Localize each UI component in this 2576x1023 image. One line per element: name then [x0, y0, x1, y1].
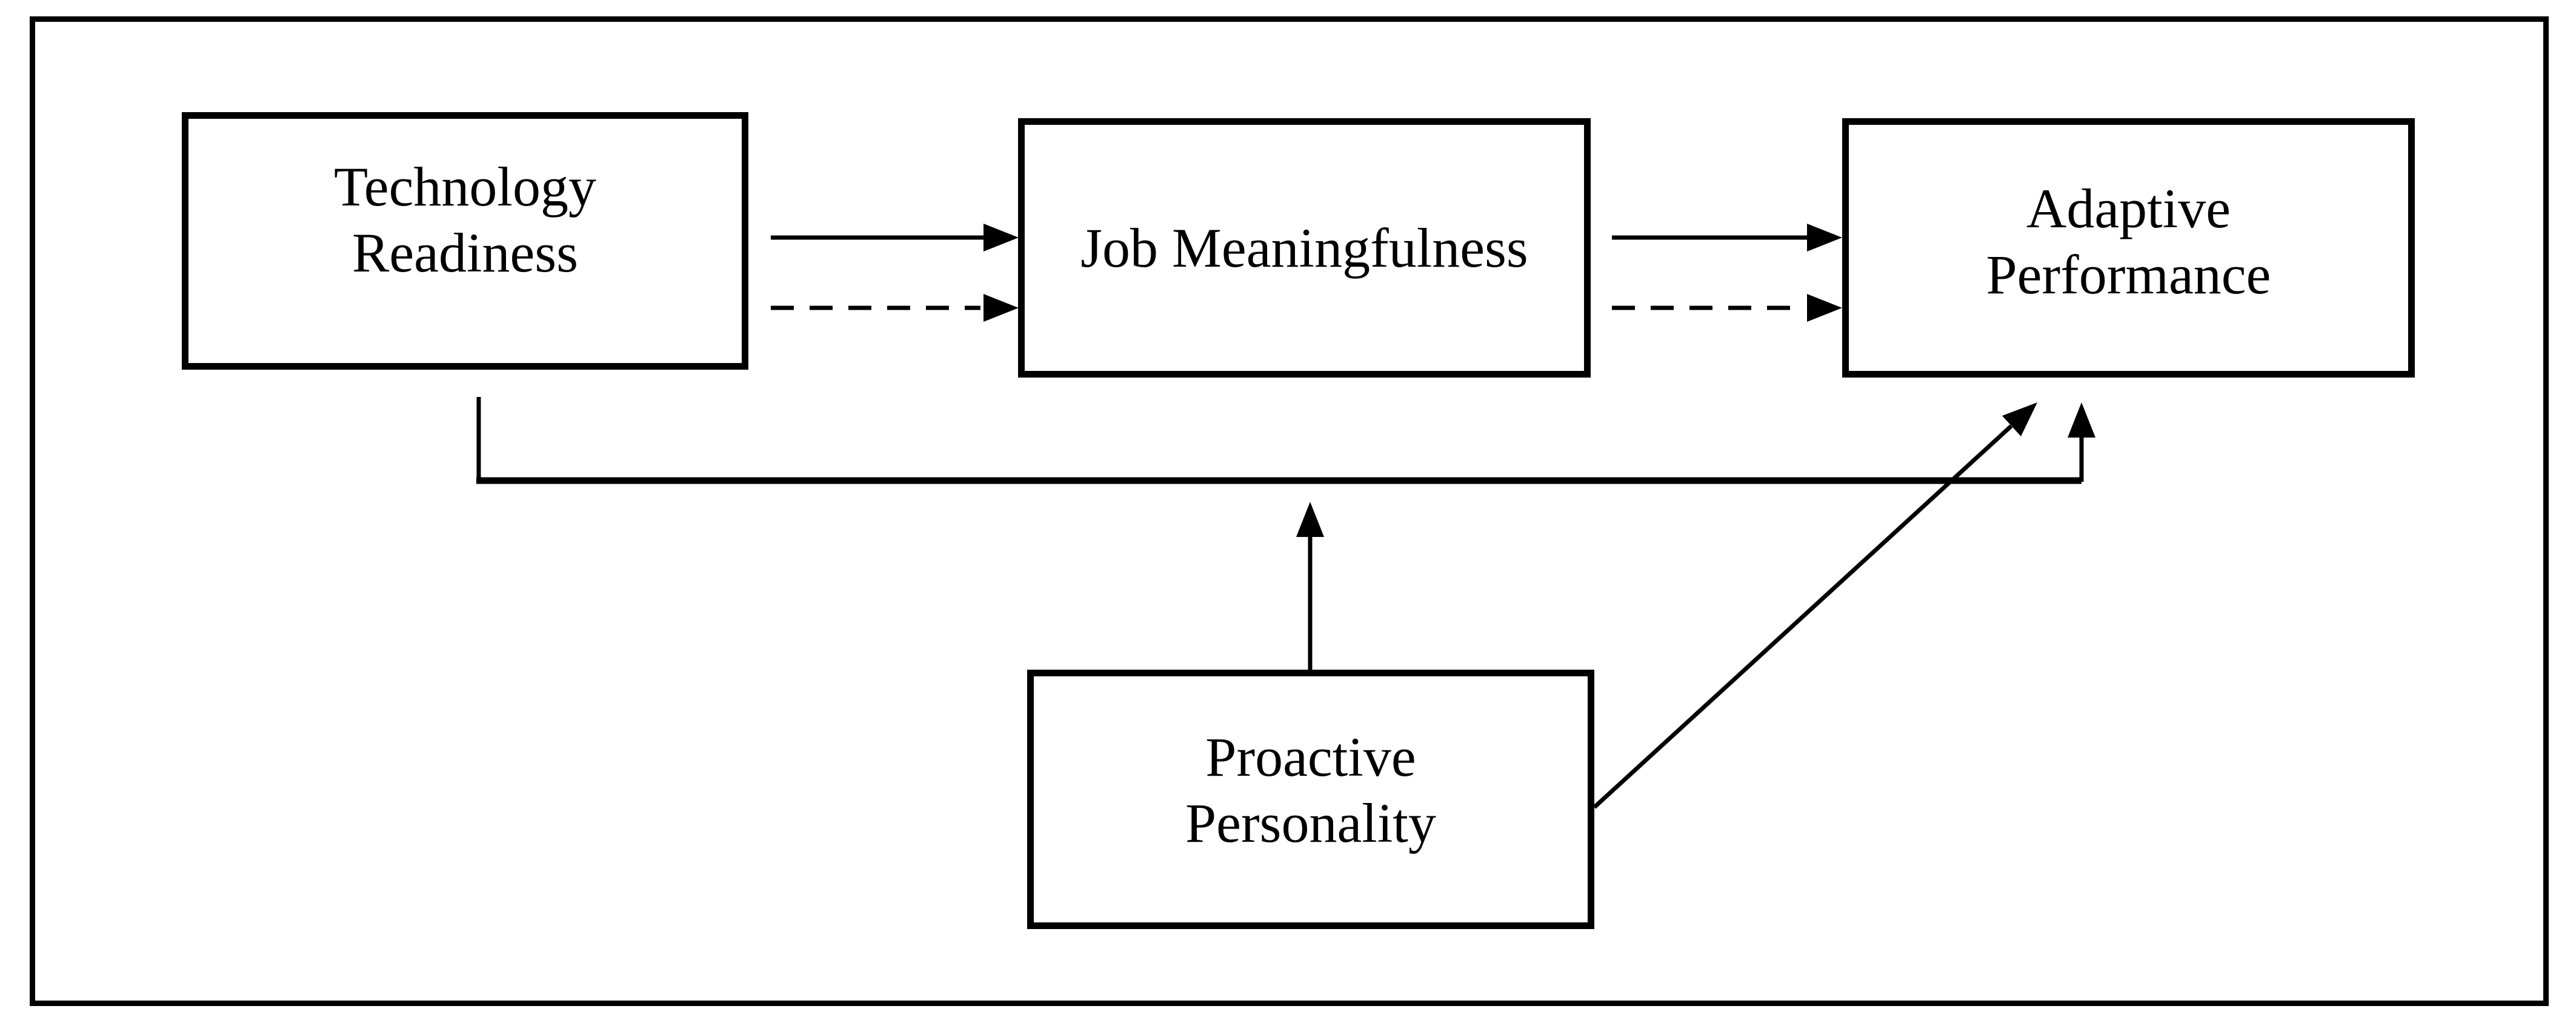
- node-proactive-personality-label: Proactive Personality: [1185, 724, 1436, 856]
- arrow-tr-to-jm-solid-head: [983, 224, 1019, 252]
- arrow-tr-to-jm-dashed-head: [983, 294, 1019, 322]
- node-adaptive-performance: Adaptive Performance: [1842, 118, 2415, 378]
- label-line: Readiness: [351, 221, 578, 284]
- label-line: Personality: [1185, 792, 1436, 854]
- outer-border: [30, 16, 2549, 1006]
- direct-path-arrow-head: [2068, 402, 2095, 438]
- node-adaptive-performance-label: Adaptive Performance: [1986, 176, 2271, 307]
- arrow-jm-to-ap-solid-head: [1807, 224, 1842, 252]
- node-proactive-personality: Proactive Personality: [1027, 670, 1594, 929]
- arrow-pp-to-ap-diagonal-head: [2002, 402, 2037, 436]
- label-line: Proactive: [1205, 726, 1416, 788]
- arrow-pp-to-ap-diagonal-line: [1593, 424, 2013, 809]
- node-technology-readiness: Technology Readiness: [182, 112, 748, 370]
- label-line: Technology: [333, 155, 596, 218]
- node-technology-readiness-label: Technology Readiness: [334, 154, 596, 285]
- node-job-meaningfulness-label: Job Meaningfulness: [1080, 215, 1528, 281]
- label-line: Job Meaningfulness: [1080, 216, 1528, 279]
- arrow-jm-to-ap-dashed-head: [1807, 294, 1842, 322]
- label-line: Performance: [1986, 244, 2271, 305]
- label-line: Adaptive: [2026, 178, 2231, 240]
- node-job-meaningfulness: Job Meaningfulness: [1018, 118, 1591, 378]
- arrow-pp-to-path-head: [1296, 502, 1324, 537]
